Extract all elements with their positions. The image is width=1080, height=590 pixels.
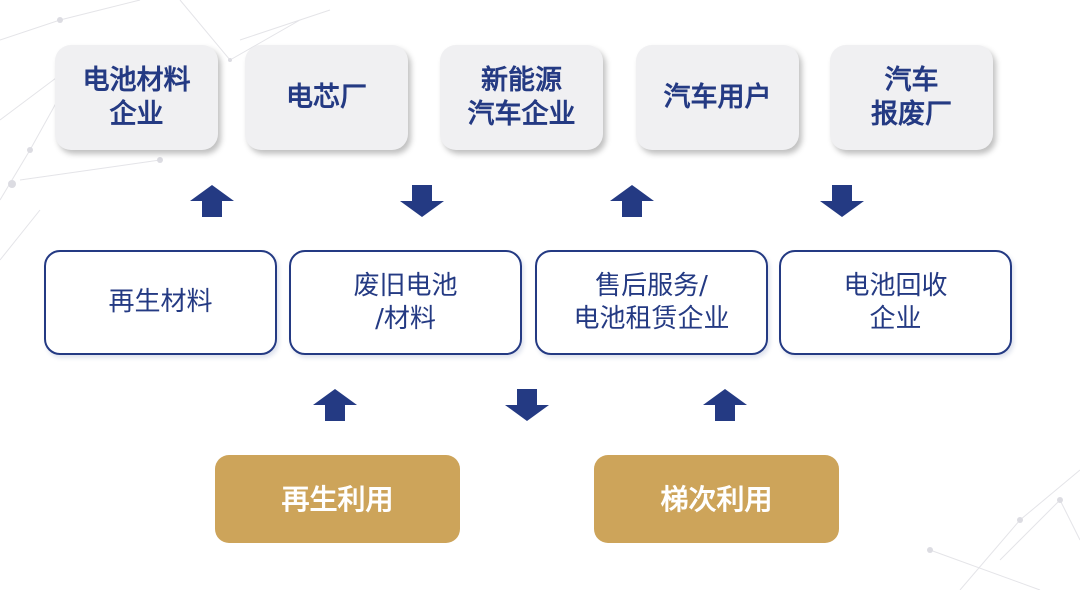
node-label: 汽车用户 [663, 81, 772, 113]
node-used-battery: 废旧电池 /材料 [289, 250, 522, 355]
node-nev-company: 新能源 汽车企业 [440, 45, 603, 150]
node-label: 电芯厂 [286, 81, 367, 113]
arrow-down-icon [820, 185, 864, 217]
node-label: 新能源 汽车企业 [467, 64, 576, 130]
arrow-up-icon [610, 185, 654, 217]
node-cell-factory: 电芯厂 [245, 45, 408, 150]
node-battery-recycling: 电池回收 企业 [779, 250, 1012, 355]
node-recycling-reuse: 再生利用 [215, 455, 460, 543]
node-label: 废旧电池 /材料 [353, 271, 458, 334]
node-scrap-factory: 汽车 报废厂 [830, 45, 993, 150]
node-label: 再生材料 [108, 287, 213, 318]
node-label: 梯次利用 [660, 482, 773, 516]
node-cascade-utilization: 梯次利用 [594, 455, 839, 543]
arrow-up-icon [190, 185, 234, 217]
node-label: 电池回收 企业 [843, 271, 948, 334]
node-label: 汽车 报废厂 [871, 64, 952, 130]
node-aftersales-leasing: 售后服务/ 电池租赁企业 [535, 250, 768, 355]
arrow-down-icon [505, 389, 549, 421]
arrow-up-icon [703, 389, 747, 421]
node-label: 电池材料 企业 [82, 64, 191, 130]
node-car-user: 汽车用户 [636, 45, 799, 150]
arrow-down-icon [400, 185, 444, 217]
node-recycled-material: 再生材料 [44, 250, 277, 355]
arrow-up-icon [313, 389, 357, 421]
node-battery-material-company: 电池材料 企业 [55, 45, 218, 150]
node-label: 再生利用 [281, 482, 394, 516]
node-label: 售后服务/ 电池租赁企业 [573, 271, 730, 334]
